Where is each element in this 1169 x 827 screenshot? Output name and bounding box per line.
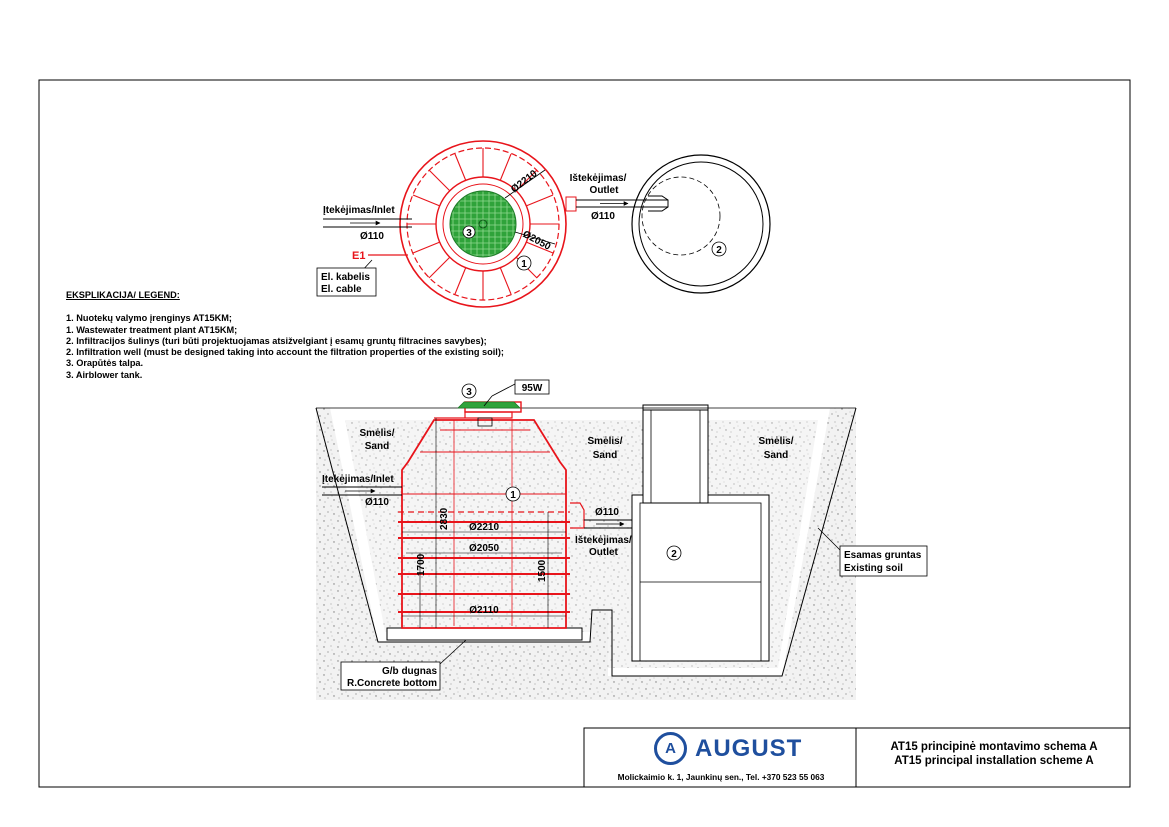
legend: EKSPLIKACIJA/ LEGEND: 1. Nuotekų valymo … bbox=[66, 290, 586, 381]
plan-view: Ø2210 Ø2050 Įtekėjimas/Inlet Ø110 3 1 E1… bbox=[316, 140, 771, 308]
section-inlet-label: Įtekėjimas/Inlet bbox=[322, 474, 394, 485]
sand-3-lt: Smėlis/ bbox=[758, 436, 793, 447]
section-tag-1: 1 bbox=[510, 490, 516, 501]
blower-model-box bbox=[514, 379, 550, 395]
plan-outlet-dia: Ø110 bbox=[591, 211, 615, 222]
dim-height-left: 1700 bbox=[416, 553, 427, 576]
dim-height-right: 1500 bbox=[537, 559, 548, 582]
plan-outlet-label-en: Outlet bbox=[590, 185, 620, 196]
section-inlet-dia: Ø110 bbox=[365, 497, 389, 508]
legend-item: 3. Orapūtės talpa. bbox=[66, 358, 144, 369]
plan-cable-code: E1 bbox=[352, 250, 365, 262]
section-tag-2-circle bbox=[666, 545, 682, 561]
dim-height-total: 2830 bbox=[439, 507, 450, 530]
section-view: 3 95W Smėlis/ Sand Smėlis/ Sand Smėlis/ … bbox=[315, 379, 928, 700]
dimension-lines bbox=[402, 418, 566, 628]
bottom-label-box bbox=[340, 661, 441, 691]
soil-label-box bbox=[839, 545, 928, 577]
lid-center bbox=[478, 219, 488, 229]
plan-dia-inner-label: Ø2050 bbox=[521, 229, 553, 253]
plan-tag-2-circle bbox=[711, 241, 727, 257]
section-tag-1-circle bbox=[505, 486, 521, 502]
tank-outer-ring bbox=[399, 140, 567, 308]
plan-outlet-label-lt: Ištekėjimas/ bbox=[570, 173, 627, 184]
plan-inlet-dia: Ø110 bbox=[360, 231, 384, 242]
section-tag-3: 3 bbox=[466, 387, 472, 398]
section-tag-3-circle bbox=[461, 383, 477, 399]
well-inner-ring bbox=[638, 161, 764, 287]
section-lid bbox=[457, 401, 521, 409]
section-blower-model: 95W bbox=[522, 383, 543, 394]
legend-item: 3. Airblower tank. bbox=[66, 369, 143, 380]
section-tag-2: 2 bbox=[671, 549, 677, 560]
well-outer-ring bbox=[631, 154, 771, 294]
sand-2-en: Sand bbox=[593, 450, 617, 461]
section-outlet-label-lt: Ištekėjimas/ bbox=[575, 535, 632, 546]
drawing-title-lt: AT15 principinė montavimo schema A bbox=[890, 741, 1098, 753]
section-outlet-dia: Ø110 bbox=[595, 507, 619, 518]
bottom-label-lt: G/b dugnas bbox=[382, 666, 437, 677]
legend-item: 1. Wastewater treatment plant AT15KM; bbox=[66, 324, 238, 335]
plan-inlet-label: Įtekėjimas/Inlet bbox=[323, 205, 395, 216]
well-section bbox=[631, 404, 770, 662]
dim-dia-inner: Ø2050 bbox=[469, 543, 499, 554]
sand-1-en: Sand bbox=[365, 441, 389, 452]
tank-neck-ring-inner bbox=[442, 183, 524, 265]
logo-icon: A bbox=[654, 732, 687, 765]
brand-name: AUGUST bbox=[695, 734, 803, 762]
dim-dia-base: Ø2110 bbox=[469, 605, 499, 616]
well-cover-ring bbox=[641, 176, 721, 256]
bottom-label-en: R.Concrete bottom bbox=[347, 678, 437, 689]
dim-dia-outer: Ø2210 bbox=[469, 522, 499, 533]
plan-dia-outer-label: Ø2210 bbox=[509, 168, 540, 195]
sand-1-lt: Smėlis/ bbox=[359, 428, 394, 439]
sand-2-lt: Smėlis/ bbox=[587, 436, 622, 447]
plan-tag-3: 3 bbox=[466, 228, 472, 239]
cable-label-box bbox=[316, 267, 377, 297]
plan-cable-lt: El. kabelis bbox=[321, 272, 370, 283]
legend-item: 1. Nuotekų valymo įrenginys AT15KM; bbox=[66, 313, 232, 324]
drawing-title: AT15 principinė montavimo schema A AT15 … bbox=[858, 740, 1130, 768]
drawing-title-en: AT15 principal installation scheme A bbox=[894, 755, 1094, 767]
legend-title: EKSPLIKACIJA/ LEGEND: bbox=[66, 290, 180, 300]
plan-tag-1-circle bbox=[516, 255, 532, 271]
plan-tag-1: 1 bbox=[521, 259, 527, 270]
airblower-lid bbox=[449, 190, 517, 258]
soil-label-en: Existing soil bbox=[844, 563, 903, 574]
sand-3-en: Sand bbox=[764, 450, 788, 461]
plan-tag-3-circle bbox=[462, 225, 476, 239]
tank-section bbox=[398, 401, 570, 629]
legend-item: 2. Infiltracijos šulinys (turi būti proj… bbox=[66, 335, 487, 346]
company-logo: A AUGUST bbox=[654, 732, 802, 765]
plan-tag-2: 2 bbox=[716, 245, 722, 256]
legend-item: 2. Infiltration well (must be designed t… bbox=[66, 347, 504, 358]
concrete-bottom bbox=[386, 627, 583, 641]
company-address: Molickaimio k. 1, Jaunkinų sen., Tel. +3… bbox=[617, 772, 825, 782]
plan-cable-en: El. cable bbox=[321, 284, 362, 295]
section-outlet-label-en: Outlet bbox=[589, 547, 619, 558]
soil-label-lt: Esamas gruntas bbox=[844, 550, 922, 561]
